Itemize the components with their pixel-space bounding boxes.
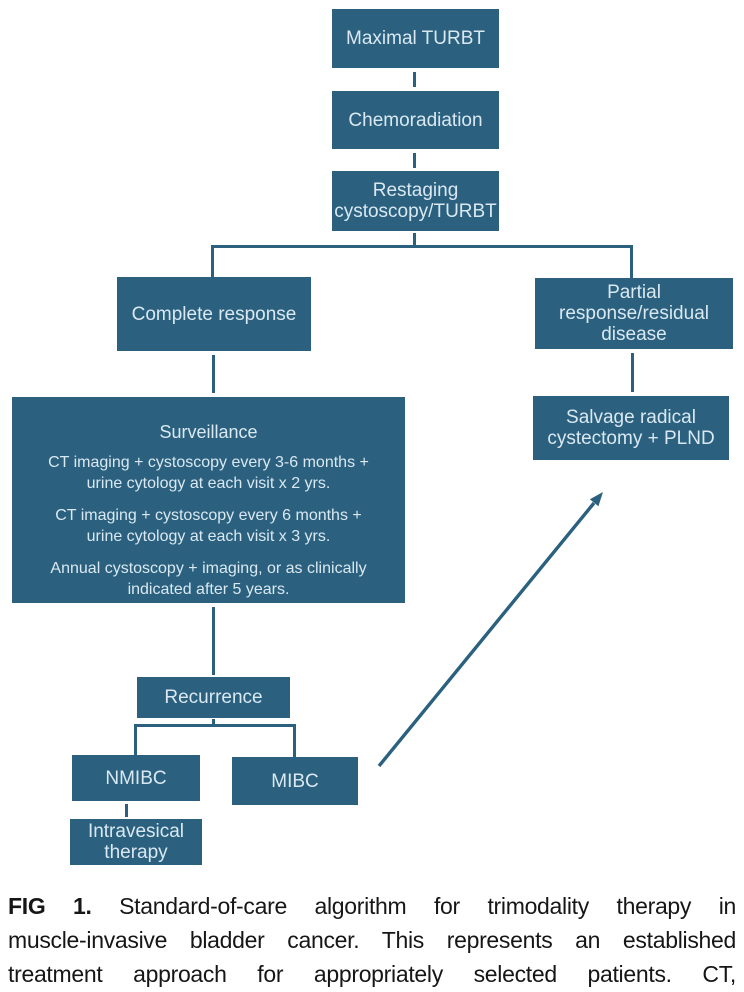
- node-maximal-turbt-label: Maximal TURBT: [346, 28, 485, 49]
- connector-branch-right-drop: [630, 245, 633, 278]
- figure-caption: FIG 1. Standard-of-care algorithm for tr…: [8, 889, 736, 991]
- caption-line-1-text: Standard-of-care algorithm for trimodali…: [119, 893, 736, 919]
- node-chemoradiation: Chemoradiation: [332, 91, 499, 149]
- connector-restaging-branch: [413, 233, 416, 246]
- surveillance-item-3: Annual cystoscopy + imaging, or as clini…: [50, 560, 367, 598]
- connector-surveillance-recurrence: [212, 607, 215, 675]
- node-intravesical-label: Intravesical therapy: [87, 821, 185, 863]
- connector-chemoradiation-restaging: [413, 153, 416, 168]
- node-maximal-turbt: Maximal TURBT: [332, 9, 499, 68]
- caption-line-1: FIG 1. Standard-of-care algorithm for tr…: [8, 889, 736, 923]
- connector-turbt-chemoradiation: [413, 72, 416, 87]
- node-recurrence: Recurrence: [137, 677, 290, 718]
- caption-line-3: treatment approach for appropriately sel…: [8, 961, 736, 987]
- node-mibc-label: MIBC: [271, 770, 319, 792]
- node-nmibc-label: NMIBC: [105, 767, 167, 789]
- node-salvage-radical-cystectomy-plnd: Salvage radical cystectomy + PLND: [533, 396, 729, 460]
- node-complete-response-label: Complete response: [131, 303, 297, 325]
- node-chemoradiation-label: Chemoradiation: [348, 109, 483, 131]
- node-restaging-label: Restaging cystoscopy/TURBT: [334, 180, 497, 222]
- connector-recurrence-horizontal: [134, 724, 296, 727]
- surveillance-title: Surveillance: [159, 422, 258, 442]
- connector-branch-horizontal: [211, 245, 633, 248]
- node-partial-response-residual-disease: Partial response/residual disease: [535, 278, 733, 349]
- connector-recurrence-nmibc-drop: [134, 724, 137, 755]
- node-salvage-label: Salvage radical cystectomy + PLND: [547, 407, 715, 449]
- node-intravesical-therapy: Intravesical therapy: [70, 819, 202, 865]
- node-partial-response-label: Partial response/residual disease: [559, 282, 709, 345]
- node-recurrence-label: Recurrence: [164, 687, 263, 708]
- surveillance-item-2: CT imaging + cystoscopy every 6 months +…: [55, 507, 362, 545]
- node-restaging-cystoscopy-turbt: Restaging cystoscopy/TURBT: [332, 171, 499, 231]
- connector-partial-salvage: [631, 353, 634, 392]
- surveillance-item-1: CT imaging + cystoscopy every 3-6 months…: [48, 454, 369, 492]
- connector-nmibc-intravesical: [125, 804, 128, 817]
- caption-fig-label: FIG 1.: [8, 893, 92, 919]
- connector-recurrence-mibc-drop: [293, 724, 296, 757]
- node-surveillance: Surveillance CT imaging + cystoscopy eve…: [12, 397, 405, 603]
- node-complete-response: Complete response: [117, 277, 311, 351]
- connector-recurrence-stub: [212, 719, 215, 725]
- node-nmibc: NMIBC: [72, 755, 200, 801]
- connector-branch-left-drop: [211, 245, 214, 277]
- caption-line-2: muscle-invasive bladder cancer. This rep…: [8, 927, 736, 953]
- connector-complete-surveillance: [212, 355, 215, 393]
- node-mibc: MIBC: [232, 757, 358, 805]
